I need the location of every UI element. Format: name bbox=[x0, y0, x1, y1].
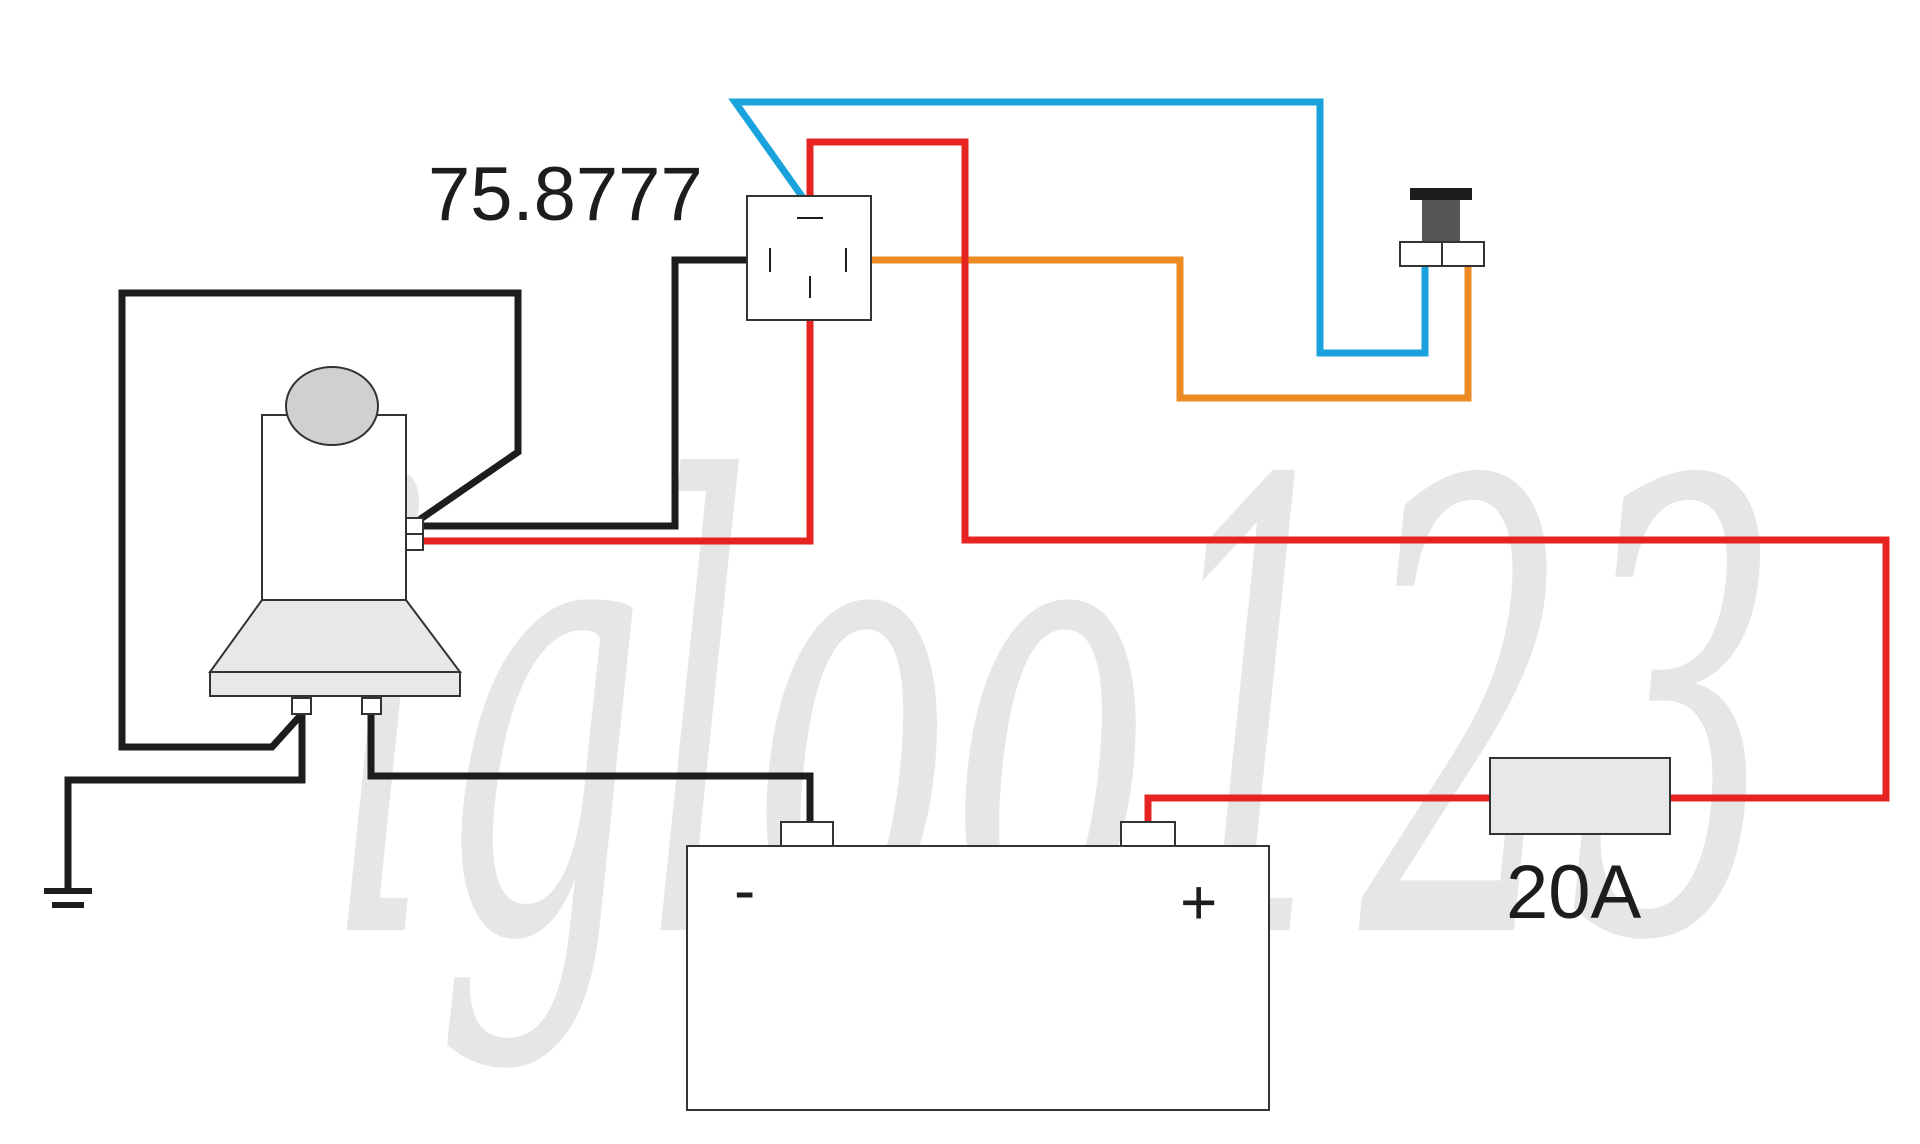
black-wire-relay-to-horn bbox=[418, 256, 774, 530]
battery-terminal-minus bbox=[780, 821, 834, 847]
horn-dome bbox=[285, 366, 379, 446]
black-wire-to-ground bbox=[64, 712, 306, 892]
black-wire-horn-loop bbox=[118, 289, 522, 751]
ground-symbol bbox=[44, 888, 92, 908]
red-wire-relay-to-fuse bbox=[806, 138, 1890, 802]
switch-button-cap bbox=[1410, 188, 1472, 200]
relay-label: 75.8777 bbox=[428, 152, 703, 237]
red-wire-fuse-to-battery bbox=[1144, 794, 1494, 832]
relay bbox=[746, 195, 872, 321]
battery bbox=[686, 821, 1270, 1111]
battery-terminal-plus bbox=[1120, 821, 1176, 847]
push-button-switch bbox=[1399, 188, 1485, 267]
switch-terminal-left bbox=[1399, 241, 1443, 267]
horn-terminal-top bbox=[405, 517, 424, 535]
battery-plus-label: + bbox=[1180, 866, 1217, 938]
fuse-label: 20A bbox=[1506, 850, 1642, 935]
blue-wire bbox=[728, 98, 1429, 357]
black-wire-to-battery-minus bbox=[367, 712, 814, 832]
horn bbox=[208, 366, 462, 715]
red-wire-relay-to-horn bbox=[416, 296, 814, 545]
switch-terminal-right bbox=[1441, 241, 1485, 267]
horn-terminal-bottom bbox=[405, 533, 424, 551]
orange-wire bbox=[844, 256, 1472, 402]
horn-base-terminal-right bbox=[361, 697, 382, 715]
fuse bbox=[1489, 757, 1671, 835]
battery-minus-label: - bbox=[734, 854, 755, 926]
horn-base bbox=[209, 671, 461, 697]
switch-button-stem bbox=[1422, 200, 1460, 242]
horn-base-terminal-left bbox=[291, 697, 312, 715]
